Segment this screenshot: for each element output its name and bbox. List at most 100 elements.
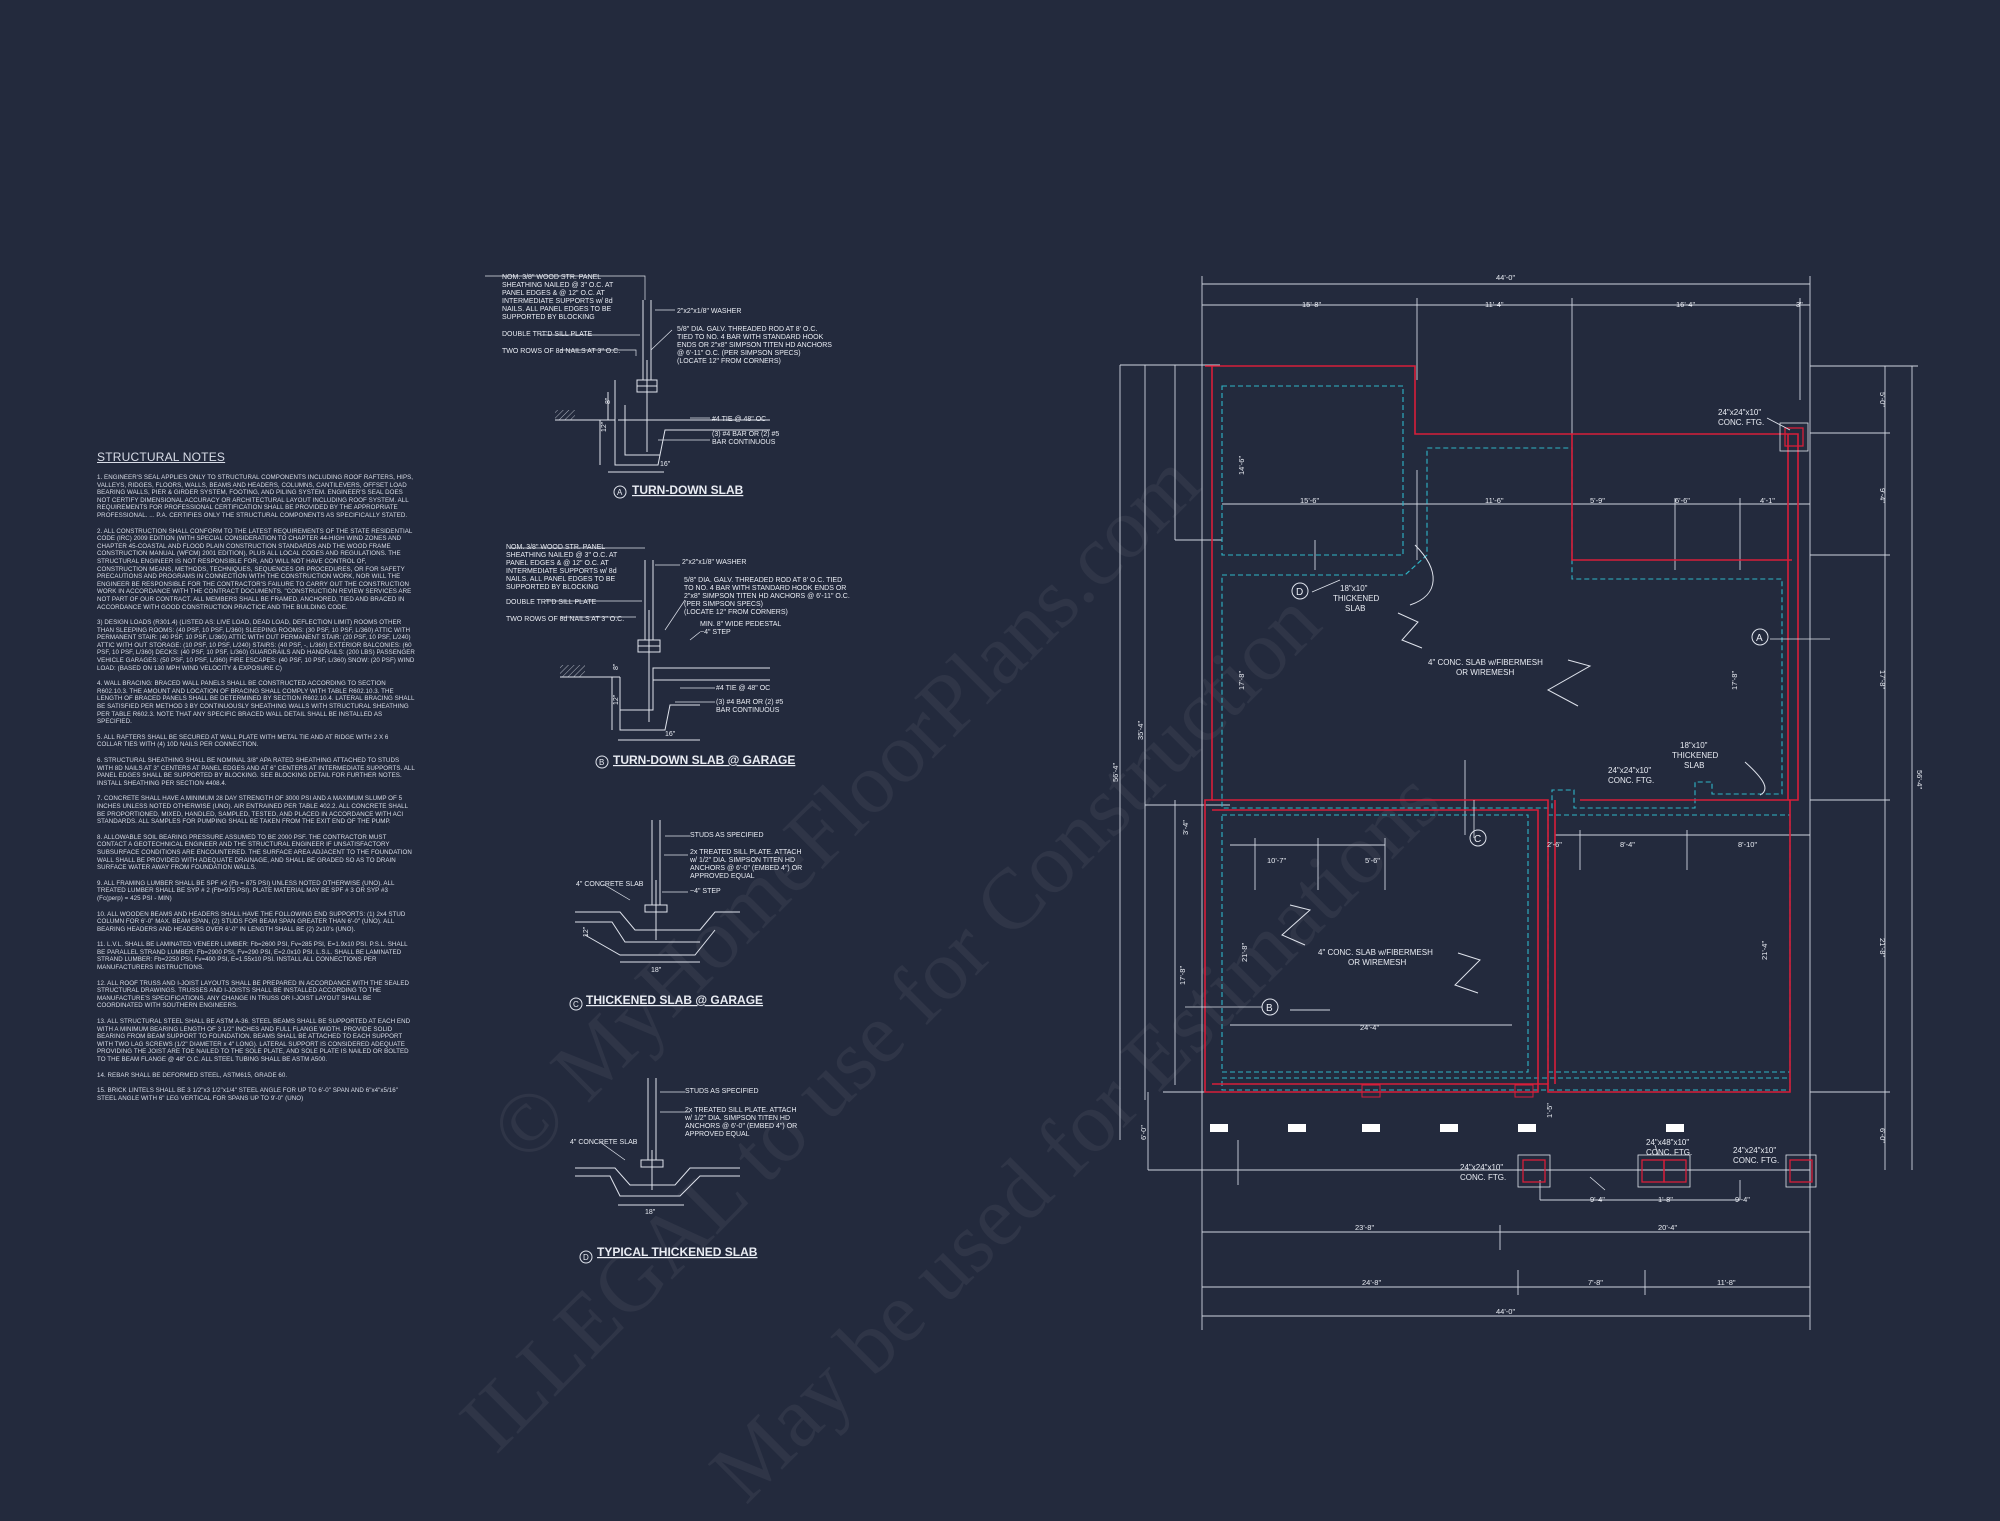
dim-in2-3: 4'-1"	[1760, 496, 1775, 505]
detail-c-slab: 4" CONCRETE SLAB	[576, 881, 644, 888]
detail-b-dim-w: 16"	[665, 731, 676, 738]
structural-note-11: 11. L.V.L. SHALL BE LAMINATED VENEER LUM…	[97, 941, 408, 972]
dim-top-overall: 44'-0"	[1496, 273, 1515, 282]
detail-b-note-5: NAILS. ALL PANEL EDGES TO BE	[506, 576, 616, 583]
detail-b-nails: TWO ROWS OF 8d NAILS AT 3" O.C.	[506, 616, 624, 623]
detail-a-letter: A	[617, 488, 623, 497]
structural-note-2: 2. ALL CONSTRUCTION SHALL CONFORM TO THE…	[97, 527, 413, 611]
dim-left-4: 17'-8"	[1178, 966, 1187, 985]
plan-porch-ftg-boxes	[1517, 422, 1817, 1188]
structural-note-4: 4. WALL BRACING: BRACED WALL PANELS SHAL…	[97, 680, 415, 726]
detail-b-note-6: SUPPORTED BY BLOCKING	[506, 584, 599, 591]
thick-slab-1-line-3: SLAB	[1345, 604, 1365, 613]
plan-footing-outline	[1221, 385, 1791, 1091]
plan-marker-b: B	[1266, 1003, 1273, 1014]
plan-dimension-lines	[1119, 276, 1918, 1330]
detail-a-note-1: NOM. 3/8" WOOD STR. PANEL	[502, 274, 601, 281]
dim-in2-2: 6'-6"	[1675, 496, 1690, 505]
ftg-note-4-line-2: CONC. FTG.	[1646, 1148, 1692, 1157]
detail-b-note-4: INTERMEDIATE SUPPORTS w/ 8d	[506, 568, 617, 575]
detail-c-plate-4: APPROVED EQUAL	[690, 873, 755, 880]
detail-d-plate-4: APPROVED EQUAL	[685, 1131, 750, 1138]
dim-bottom-1e: 9'-4"	[1735, 1195, 1750, 1204]
detail-a-turn-down-slab	[485, 275, 770, 473]
detail-a-tie: #4 TIE @ 48" OC	[712, 416, 766, 423]
structural-note-9: 9. ALL FRAMING LUMBER SHALL BE SPF #2 (F…	[97, 879, 395, 902]
thick-slab-2-line-2: THICKENED	[1672, 751, 1718, 760]
detail-d-marker	[579, 1250, 593, 1264]
ftg-note-1-line-1: 24"x24"x10"	[1718, 408, 1761, 417]
dim-right-1: 5'-0"	[1878, 392, 1887, 407]
ftg-note-4-line-1: 24"x48"x10"	[1646, 1138, 1689, 1147]
dim-bottom-2c: 11'-8"	[1717, 1278, 1736, 1287]
detail-c-letter: C	[573, 1000, 579, 1009]
thick-slab-2-line-1: 18"x10"	[1680, 741, 1708, 750]
plan-marker-a: A	[1756, 633, 1763, 644]
ftg-note-2-line-2: CONC. FTG.	[1608, 776, 1654, 785]
structural-notes-body: 1. ENGINEER'S SEAL APPLIES ONLY TO STRUC…	[97, 474, 415, 1102]
dim-top-1: 15'-8"	[1302, 300, 1321, 309]
plan-porch-footings	[1522, 427, 1813, 1183]
detail-c-step: ~4" STEP	[690, 888, 721, 895]
ftg-note-5-line-1: 24"x24"x10"	[1733, 1146, 1776, 1155]
detail-a-bar-1: (3) #4 BAR OR (2) #5	[712, 431, 779, 438]
detail-a-note-2: SHEATHING NAILED @ 3" O.C. AT	[502, 282, 614, 289]
dim-bottom-1d: 1'-8"	[1658, 1195, 1673, 1204]
detail-b-marker	[595, 755, 609, 769]
detail-d-title: TYPICAL THICKENED SLAB	[597, 1245, 758, 1259]
detail-b-note-3: PANEL EDGES & @ 12" O.C. AT	[506, 560, 610, 567]
detail-b-rod-4: (PER SIMPSON SPECS)	[684, 601, 763, 608]
detail-a-rod-1: 5/8" DIA. GALV. THREADED ROD AT 8' O.C.	[677, 326, 817, 333]
detail-d-slab: 4" CONCRETE SLAB	[570, 1139, 638, 1146]
detail-b-rod-1: 5/8" DIA. GALV. THREADED ROD AT 8' O.C. …	[684, 577, 842, 584]
detail-b-note-2: SHEATHING NAILED @ 3" O.C. AT	[506, 552, 618, 559]
plan-vent-blocks	[1210, 1124, 1684, 1132]
dim-in1-1: 15'-6"	[1300, 496, 1319, 505]
detail-b-washer: 2"x2"x1/8" WASHER	[682, 559, 746, 566]
plan-dimension-labels: 44'-0" 15'-8" 11'-4" 16'-4" 3" 15'-6" 11…	[1111, 273, 1924, 1316]
thick-slab-1-line-1: 18"x10"	[1340, 584, 1368, 593]
detail-a-washer: 2"x2"x1/8" WASHER	[677, 308, 741, 315]
detail-a-sill: DOUBLE TRT'D SILL PLATE	[502, 331, 592, 338]
plan-slab-break-marks	[1281, 544, 1766, 994]
dim-top-3: 16'-4"	[1676, 300, 1695, 309]
detail-d-letter: D	[583, 1253, 589, 1262]
structural-notes: STRUCTURAL NOTES 1. ENGINEER'S SEAL APPL…	[97, 450, 415, 1110]
structural-note-3: 3) DESIGN LOADS (R301.4) (LISTED AS: LIV…	[97, 619, 415, 672]
dim-bottom-1c: 9'-4"	[1590, 1195, 1605, 1204]
detail-b-title: TURN-DOWN SLAB @ GARAGE	[613, 753, 795, 767]
detail-a-note-6: SUPPORTED BY BLOCKING	[502, 314, 595, 321]
detail-b-letter: B	[599, 758, 604, 767]
dim-right-4: 21'-8"	[1878, 938, 1887, 957]
detail-a-marker	[613, 485, 627, 499]
detail-b-pedestal-1: MIN. 8" WIDE PEDESTAL	[700, 621, 781, 628]
detail-a-note-3: PANEL EDGES & @ 12" O.C. AT	[502, 290, 606, 297]
ftg-note-1-line-2: CONC. FTG.	[1718, 418, 1764, 427]
ftg-note-3-line-2: CONC. FTG.	[1460, 1173, 1506, 1182]
detail-a-rod-3: ENDS OR 2"x8" SIMPSON TITEN HD ANCHORS	[677, 342, 832, 349]
detail-c-thickened-slab-garage	[575, 820, 740, 963]
detail-d-studs: STUDS AS SPECIFIED	[685, 1088, 759, 1095]
detail-b-pedestal-2: ~4" STEP	[700, 629, 731, 636]
detail-b-tie: #4 TIE @ 48" OC	[716, 685, 770, 692]
foundation-plan: A B C D 44'-0" 15'-8" 11'-4" 16'-4" 3" 1…	[1111, 273, 1924, 1330]
dim-bottom-2b: 7'-8"	[1588, 1278, 1603, 1287]
detail-c-studs: STUDS AS SPECIFIED	[690, 832, 764, 839]
detail-b-dim-h: 12"	[613, 694, 620, 705]
dim-mid-2: 5'-6"	[1365, 856, 1380, 865]
detail-a-nails: TWO ROWS OF 8d NAILS AT 3" O.C.	[502, 348, 620, 355]
plan-marker-c: C	[1474, 834, 1481, 845]
structural-note-1: 1. ENGINEER'S SEAL APPLIES ONLY TO STRUC…	[97, 474, 414, 519]
dim-right-overall: 56'-4"	[1915, 770, 1924, 789]
detail-b-labels: NOM. 3/8" WOOD STR. PANEL SHEATHING NAIL…	[506, 544, 850, 769]
detail-d-plate-1: 2x TREATED SILL PLATE. ATTACH	[685, 1107, 797, 1114]
detail-d-dim-w: 18"	[645, 1209, 656, 1216]
slab-note-2-line-1: 4" CONC. SLAB w/FIBERMESH	[1318, 948, 1433, 957]
structural-note-5: 5. ALL RAFTERS SHALL BE SECURED AT WALL …	[97, 733, 389, 749]
detail-a-bar-2: BAR CONTINUOUS	[712, 439, 776, 446]
structural-notes-title: STRUCTURAL NOTES	[97, 450, 226, 464]
detail-a-labels: NOM. 3/8" WOOD STR. PANEL SHEATHING NAIL…	[502, 274, 832, 499]
structural-note-10: 10. ALL WOODEN BEAMS AND HEADERS SHALL H…	[97, 910, 406, 933]
